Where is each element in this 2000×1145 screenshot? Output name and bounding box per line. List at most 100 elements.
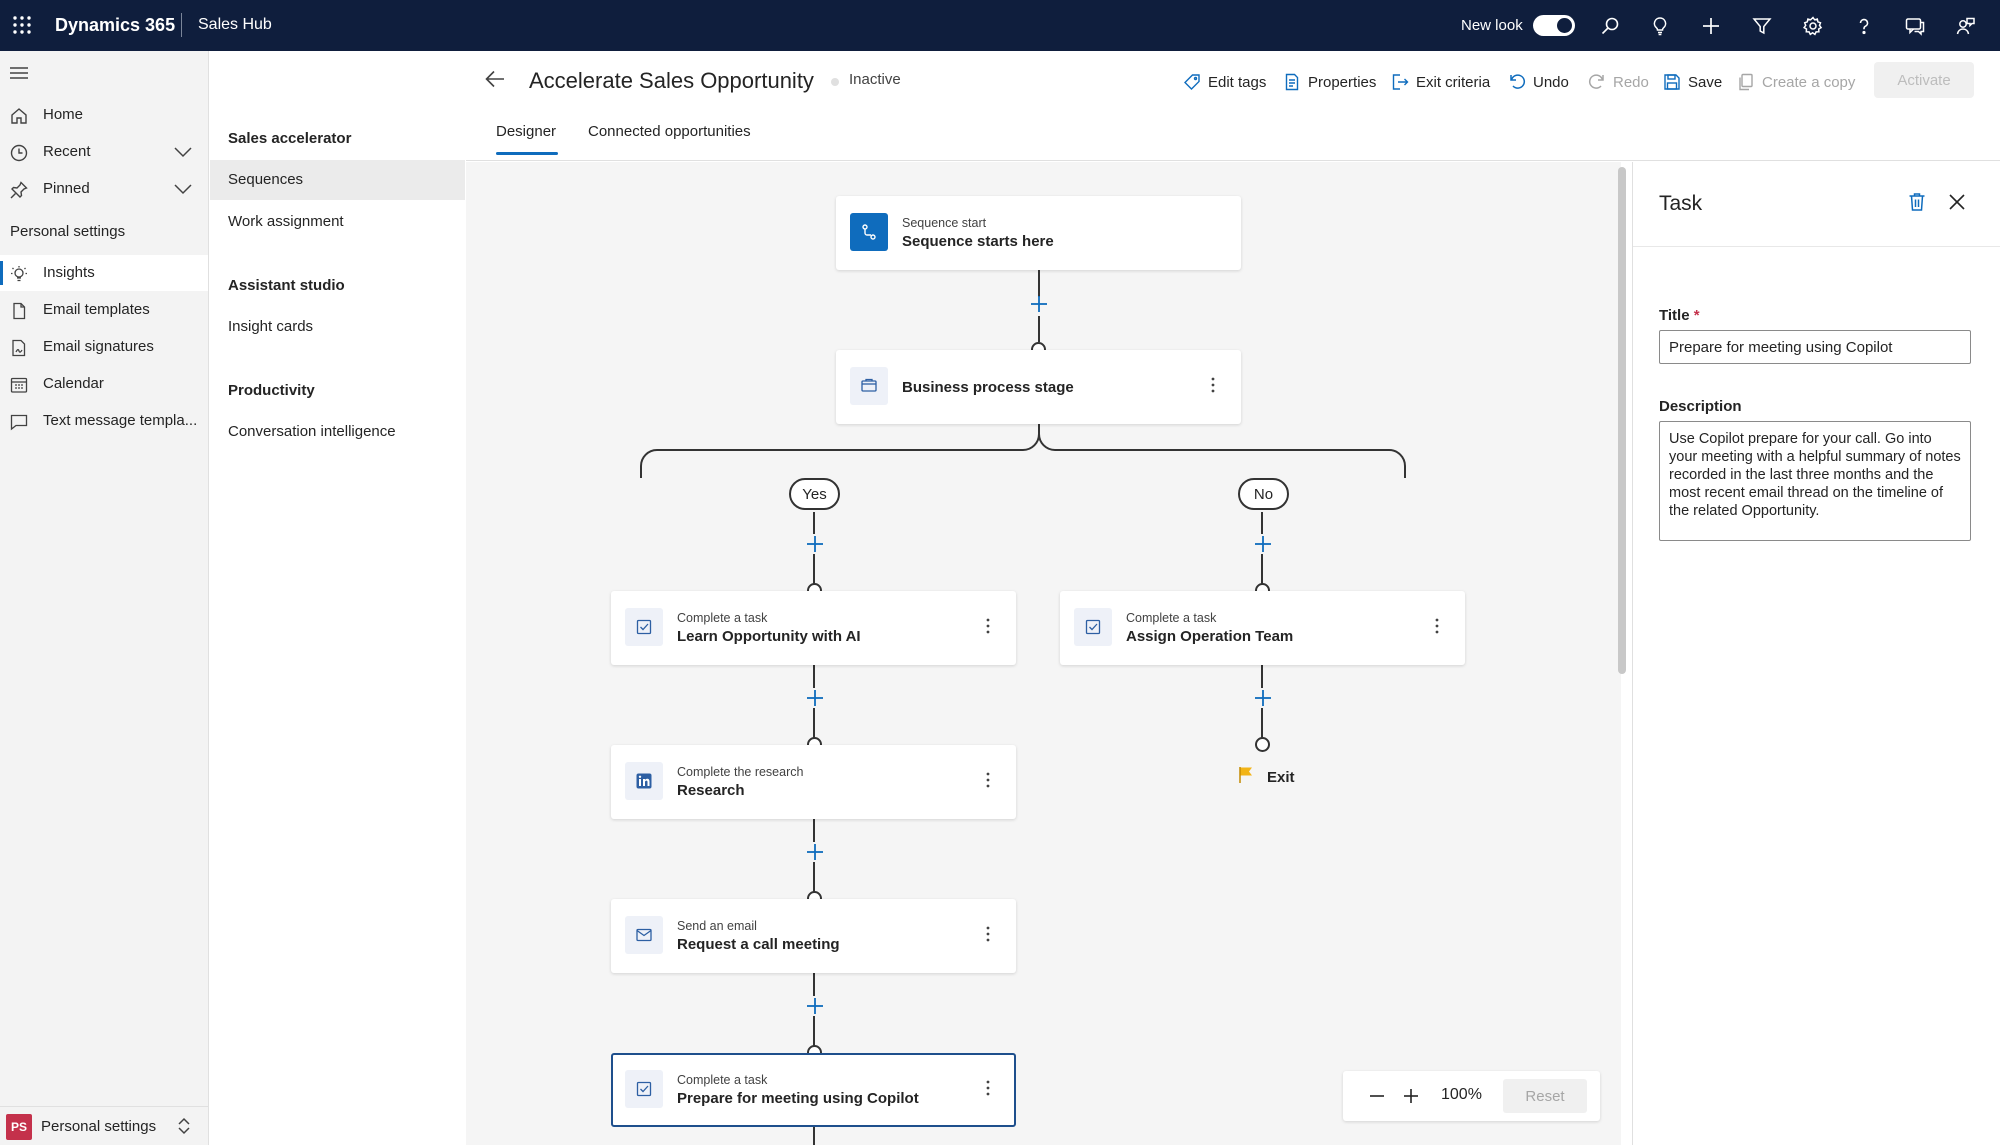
- add-step-button[interactable]: [1028, 293, 1050, 315]
- step-node-selected[interactable]: Complete a task Prepare for meeting usin…: [611, 1053, 1016, 1127]
- step-node[interactable]: Complete a task Assign Operation Team: [1060, 591, 1465, 665]
- more-options-icon[interactable]: [986, 1080, 990, 1098]
- delete-icon[interactable]: [1908, 192, 1926, 217]
- task-description-textarea[interactable]: Use Copilot prepare for your call. Go in…: [1659, 421, 1971, 541]
- undo-button[interactable]: Undo: [1508, 70, 1569, 94]
- nav-item-insights[interactable]: Insights: [0, 255, 208, 291]
- properties-button[interactable]: Properties: [1283, 70, 1376, 94]
- tab-connected-opportunities[interactable]: Connected opportunities: [588, 123, 751, 140]
- nav-item-calendar[interactable]: Calendar: [0, 366, 208, 402]
- top-bar: Dynamics 365 Sales Hub New look: [0, 0, 2000, 51]
- hamburger-menu-icon[interactable]: [10, 66, 28, 85]
- title-field-label: Title *: [1659, 307, 1700, 324]
- back-arrow-icon[interactable]: [484, 69, 506, 94]
- nav-item-label: Home: [43, 106, 84, 123]
- nav-item-email-templates[interactable]: Email templates: [0, 292, 208, 328]
- app-launcher-icon[interactable]: [12, 15, 32, 35]
- step-node[interactable]: Complete the research Research: [611, 745, 1016, 819]
- chevron-down-icon[interactable]: [174, 145, 192, 162]
- node-title: Sequence starts here: [902, 233, 1054, 250]
- sequence-start-node[interactable]: Sequence start Sequence starts here: [836, 196, 1241, 270]
- add-step-button[interactable]: [1252, 687, 1274, 709]
- settings-icon[interactable]: [1800, 13, 1826, 39]
- node-subtitle: Complete a task: [677, 1073, 768, 1087]
- save-button[interactable]: Save: [1663, 70, 1722, 94]
- stage-icon: [850, 367, 888, 405]
- exit-criteria-label: Exit criteria: [1416, 73, 1491, 91]
- subnav-item-work-assignment[interactable]: Work assignment: [210, 202, 465, 242]
- copy-icon: [1739, 73, 1753, 91]
- node-title: Learn Opportunity with AI: [677, 628, 861, 645]
- canvas-scrollbar[interactable]: [1618, 167, 1626, 674]
- required-marker: *: [1693, 307, 1700, 324]
- add-icon[interactable]: [1698, 13, 1724, 39]
- nav-item-recent[interactable]: Recent: [0, 134, 208, 170]
- more-options-icon[interactable]: [1211, 377, 1215, 395]
- step-node[interactable]: Send an email Request a call meeting: [611, 899, 1016, 973]
- left-navigation: Home Recent Pinned Personal settings Ins…: [0, 51, 209, 1145]
- more-options-icon[interactable]: [986, 772, 990, 790]
- create-copy-button[interactable]: Create a copy: [1737, 70, 1855, 94]
- exit-criteria-button[interactable]: Exit criteria: [1391, 70, 1490, 94]
- help-icon[interactable]: [1851, 13, 1877, 39]
- designer-canvas[interactable]: Sequence start Sequence starts here Busi…: [466, 162, 1621, 1145]
- branch-no-label[interactable]: No: [1238, 478, 1289, 510]
- nav-item-label: Insights: [43, 264, 95, 281]
- chevron-down-icon[interactable]: [174, 182, 192, 199]
- avatar: PS: [6, 1114, 32, 1140]
- create-copy-label: Create a copy: [1762, 73, 1856, 91]
- nav-item-home[interactable]: Home: [0, 97, 208, 133]
- add-step-button[interactable]: [804, 687, 826, 709]
- filter-icon[interactable]: [1749, 13, 1775, 39]
- linkedin-icon: [625, 762, 663, 800]
- new-look-toggle[interactable]: [1533, 15, 1575, 36]
- panel-divider: [1633, 246, 2000, 247]
- add-step-button[interactable]: [804, 995, 826, 1017]
- page-title: Accelerate Sales Opportunity: [529, 68, 814, 93]
- search-icon[interactable]: [1597, 13, 1623, 39]
- subnav-item-sequences[interactable]: Sequences: [210, 160, 465, 200]
- app-name[interactable]: Dynamics 365: [55, 15, 176, 35]
- node-title: Assign Operation Team: [1126, 628, 1294, 645]
- lightbulb-icon[interactable]: [1647, 13, 1673, 39]
- sequence-header: Accelerate Sales Opportunity Inactive Ed…: [466, 51, 2000, 161]
- task-title-input[interactable]: [1659, 330, 1971, 364]
- business-process-stage-node[interactable]: Business process stage: [836, 350, 1241, 424]
- node-title: Research: [677, 782, 745, 799]
- more-options-icon[interactable]: [1435, 618, 1439, 636]
- more-options-icon[interactable]: [986, 926, 990, 944]
- connector-line: [1038, 316, 1040, 330]
- tab-designer[interactable]: Designer: [496, 123, 557, 140]
- nav-item-email-signatures[interactable]: Email signatures: [0, 329, 208, 365]
- message-icon: [10, 413, 28, 431]
- nav-item-text-message-templates[interactable]: Text message templa...: [0, 403, 208, 439]
- chevron-up-down-icon: [176, 1116, 192, 1141]
- branch-connector: [640, 424, 1406, 1145]
- undo-label: Undo: [1533, 73, 1569, 91]
- redo-button[interactable]: Redo: [1588, 70, 1649, 94]
- area-switcher[interactable]: PS Personal settings: [0, 1106, 208, 1145]
- close-icon[interactable]: [1949, 194, 1965, 215]
- edit-tags-button[interactable]: Edit tags: [1183, 70, 1266, 94]
- more-options-icon[interactable]: [986, 618, 990, 636]
- task-icon: [1074, 608, 1112, 646]
- hub-name[interactable]: Sales Hub: [198, 16, 272, 33]
- add-step-button[interactable]: [804, 533, 826, 555]
- zoom-in-button[interactable]: [1398, 1083, 1424, 1109]
- chat-icon[interactable]: [1902, 13, 1928, 39]
- step-node[interactable]: Complete a task Learn Opportunity with A…: [611, 591, 1016, 665]
- subnav-item-insight-cards[interactable]: Insight cards: [210, 307, 465, 347]
- zoom-out-button[interactable]: [1364, 1083, 1390, 1109]
- activate-button[interactable]: Activate: [1874, 62, 1974, 98]
- zoom-reset-button[interactable]: Reset: [1503, 1079, 1587, 1113]
- add-step-button[interactable]: [804, 841, 826, 863]
- title-label-text: Title: [1659, 307, 1690, 324]
- nav-item-pinned[interactable]: Pinned: [0, 171, 208, 207]
- subnav-item-conversation-intelligence[interactable]: Conversation intelligence: [210, 412, 465, 452]
- settings-subnav: Sales accelerator Sequences Work assignm…: [210, 51, 465, 1145]
- add-step-button[interactable]: [1252, 533, 1274, 555]
- node-subtitle: Sequence start: [902, 216, 987, 230]
- branch-yes-label[interactable]: Yes: [789, 478, 840, 510]
- person-feedback-icon[interactable]: [1953, 13, 1979, 39]
- properties-label: Properties: [1308, 73, 1377, 91]
